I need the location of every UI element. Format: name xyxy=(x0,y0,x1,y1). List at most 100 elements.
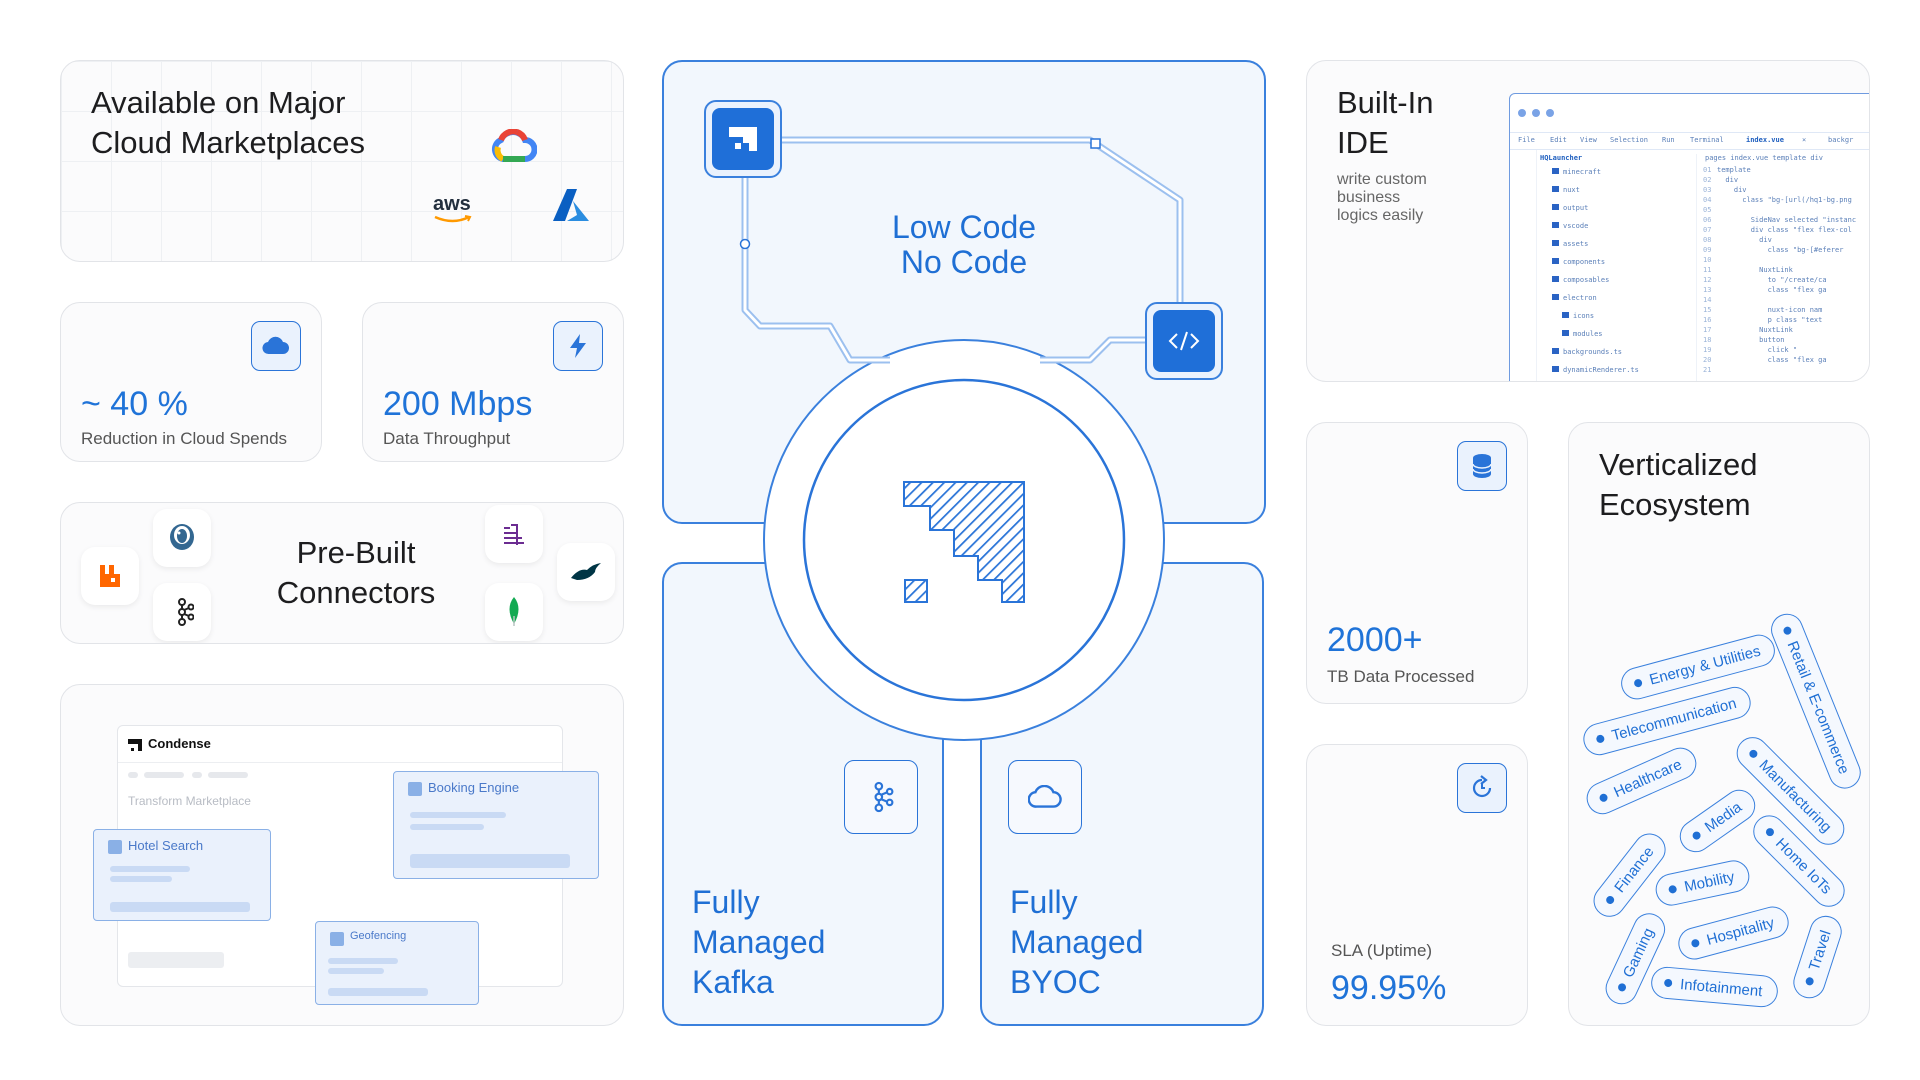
code-line[interactable]: 16 p class "text xyxy=(1697,316,1869,326)
code-line[interactable]: 11 NuxtLink xyxy=(1697,266,1869,276)
menu-edit[interactable]: Edit xyxy=(1550,136,1567,144)
explorer-item-label: modules xyxy=(1573,330,1603,338)
lightning-icon xyxy=(553,321,603,371)
geofencing-card[interactable]: Geofencing xyxy=(315,921,479,1005)
booking-engine-icon xyxy=(408,782,422,796)
explorer-item[interactable]: modules xyxy=(1540,330,1690,348)
menu-view[interactable]: View xyxy=(1580,136,1597,144)
menu-terminal[interactable]: Terminal xyxy=(1690,136,1724,144)
kafka-line1: Fully xyxy=(692,884,760,920)
condense-footer-bar xyxy=(128,952,224,968)
line-number: 12 xyxy=(1703,276,1712,284)
tab-background[interactable]: backgr xyxy=(1828,136,1854,144)
card-bar xyxy=(410,824,484,830)
throughput-card: 200 Mbps Data Throughput xyxy=(362,302,624,462)
code-node xyxy=(1145,302,1223,380)
code-line[interactable]: 10 xyxy=(1697,256,1869,266)
code-line[interactable]: 18 button xyxy=(1697,336,1869,346)
explorer-item[interactable]: output xyxy=(1540,204,1690,222)
tag-hospitality[interactable]: Hospitality xyxy=(1674,902,1793,964)
hotel-search-card[interactable]: Hotel Search xyxy=(93,829,271,921)
menu-selection[interactable]: Selection xyxy=(1610,136,1648,144)
connectors-title-line2: Connectors xyxy=(276,575,436,610)
explorer-item[interactable]: composables xyxy=(1540,276,1690,294)
line-number: 11 xyxy=(1703,266,1712,274)
code-line[interactable]: 15 nuxt-icon nam xyxy=(1697,306,1869,316)
cloud-icon xyxy=(251,321,301,371)
ecosystem-title: Verticalized Ecosystem xyxy=(1599,445,1758,525)
tag-mobility[interactable]: Mobility xyxy=(1652,857,1753,909)
tag-telecommunication[interactable]: Telecommunication xyxy=(1579,683,1755,759)
code-line[interactable]: 19 click " xyxy=(1697,346,1869,356)
tag-infotainment[interactable]: Infotainment xyxy=(1649,965,1779,1009)
folder-icon xyxy=(1552,276,1559,282)
explorer-project: HQLauncher xyxy=(1540,154,1583,162)
code-line[interactable]: 14 xyxy=(1697,296,1869,306)
code-line[interactable]: 08 div xyxy=(1697,236,1869,246)
ide-description: write custom business logics easily xyxy=(1337,171,1427,225)
code-line[interactable]: 13 class "flex ga xyxy=(1697,286,1869,296)
ide-activity-bar xyxy=(1510,150,1537,381)
explorer-item[interactable]: dynamicRenderer.ts xyxy=(1540,366,1690,381)
condense-nav-bar xyxy=(144,772,184,778)
line-number: 13 xyxy=(1703,286,1712,294)
explorer-item[interactable]: components xyxy=(1540,258,1690,276)
code-text: div xyxy=(1717,236,1772,244)
cloud-spend-value: ~ 40 % xyxy=(81,385,188,423)
hotel-search-title: Hotel Search xyxy=(128,838,204,853)
code-line[interactable]: 17 NuxtLink xyxy=(1697,326,1869,336)
tab-index-vue[interactable]: index.vue xyxy=(1746,136,1784,144)
explorer-item[interactable]: nuxt xyxy=(1540,186,1690,204)
byoc-line2: Managed xyxy=(1010,924,1144,960)
explorer-item[interactable]: vscode xyxy=(1540,222,1690,240)
throughput-label: Data Throughput xyxy=(383,429,511,448)
booking-engine-card[interactable]: Booking Engine xyxy=(393,771,599,879)
folder-icon xyxy=(1562,330,1569,336)
tag-travel[interactable]: Travel xyxy=(1789,911,1846,1003)
code-text: class "flex ga xyxy=(1717,356,1827,364)
code-text: div xyxy=(1717,176,1739,184)
card-bar xyxy=(410,812,506,818)
explorer-item[interactable]: assets xyxy=(1540,240,1690,258)
menu-file[interactable]: File xyxy=(1518,136,1535,144)
menu-run[interactable]: Run xyxy=(1662,136,1675,144)
explorer-item[interactable]: icons xyxy=(1540,312,1690,330)
rabbitmq-icon xyxy=(81,547,139,605)
folder-icon xyxy=(1552,222,1559,228)
tb-processed-card: 2000+ TB Data Processed xyxy=(1306,422,1528,704)
line-number: 08 xyxy=(1703,236,1712,244)
folder-icon xyxy=(1552,168,1559,174)
card-bar xyxy=(328,988,428,996)
marketplaces-title-line1: Available on Major xyxy=(91,85,346,120)
code-text: NuxtLink xyxy=(1717,266,1793,274)
code-line[interactable]: 12 to "/create/ca xyxy=(1697,276,1869,286)
folder-icon xyxy=(1552,258,1559,264)
code-text: p class "text xyxy=(1717,316,1823,324)
explorer-item[interactable]: backgrounds.ts xyxy=(1540,348,1690,366)
code-line[interactable]: 03 div xyxy=(1697,186,1869,196)
tag-media[interactable]: Media xyxy=(1673,783,1762,859)
code-line[interactable]: 02 div xyxy=(1697,176,1869,186)
code-line[interactable]: 09 class "bg-[#eferer xyxy=(1697,246,1869,256)
tab-close-icon[interactable]: × xyxy=(1802,136,1807,144)
code-line[interactable]: 21 xyxy=(1697,366,1869,376)
cloud-spend-label: Reduction in Cloud Spends xyxy=(81,429,288,448)
code-line[interactable]: 04 class "bg-[url(/hq1-bg.png xyxy=(1697,196,1869,206)
code-line[interactable]: 07 div class "flex flex-col xyxy=(1697,226,1869,236)
ide-desc-line1: write custom xyxy=(1337,171,1427,188)
explorer-item[interactable]: minecraft xyxy=(1540,168,1690,186)
postgresql-icon xyxy=(153,509,211,567)
tag-energy-utilities[interactable]: Energy & Utilities xyxy=(1617,631,1779,703)
line-number: 01 xyxy=(1703,166,1712,174)
code-line[interactable]: 06 SideNav selected "instanc xyxy=(1697,216,1869,226)
ide-desc-line3: logics easily xyxy=(1337,207,1424,224)
tag-finance[interactable]: Finance xyxy=(1587,826,1673,924)
explorer-item[interactable]: electron xyxy=(1540,294,1690,312)
code-line[interactable]: 05 xyxy=(1697,206,1869,216)
marketplaces-title-line2: Cloud Marketplaces xyxy=(91,125,365,160)
code-line[interactable]: 20 class "flex ga xyxy=(1697,356,1869,366)
ide-window: File Edit View Selection Run Terminal in… xyxy=(1509,93,1869,381)
